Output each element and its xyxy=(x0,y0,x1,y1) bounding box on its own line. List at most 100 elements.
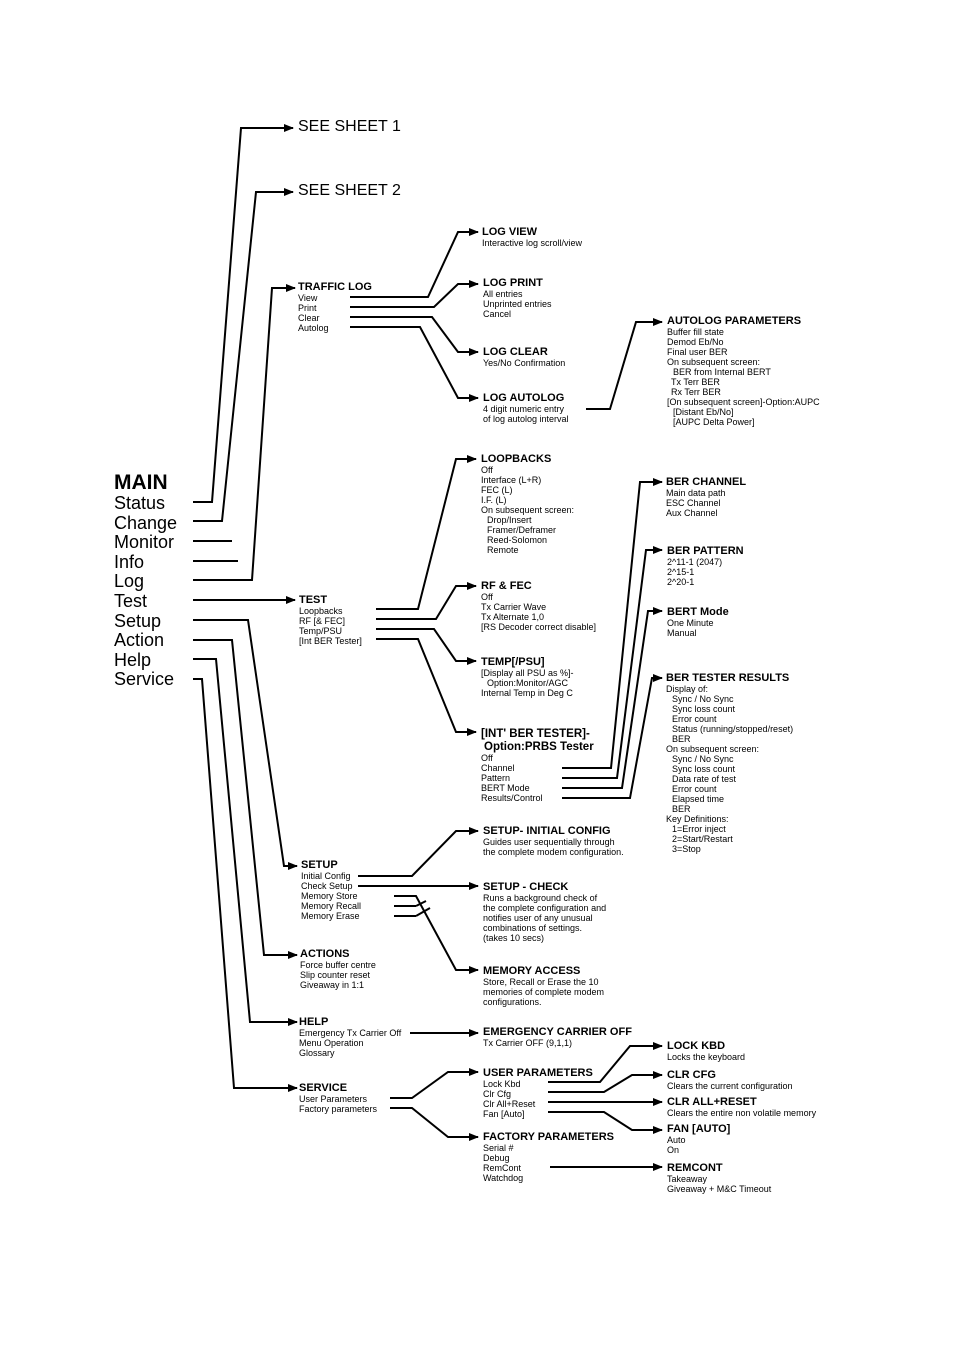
temp-psu-line: [Display all PSU as %]- xyxy=(481,668,574,678)
wire-print xyxy=(350,280,479,308)
actions-item: Force buffer centre xyxy=(300,960,376,970)
log-print-line: Unprinted entries xyxy=(483,299,552,309)
wire-int-ber xyxy=(376,638,477,736)
log-autolog-line: of log autolog interval xyxy=(483,414,569,424)
help-item: Menu Operation xyxy=(299,1038,364,1048)
ber-results-line: On subsequent screen: xyxy=(666,744,760,754)
wire-fan xyxy=(548,1111,663,1134)
service-node: SERVICE User Parameters Factory paramete… xyxy=(299,1082,377,1114)
clr-cfg-line: Clears the current configuration xyxy=(667,1081,793,1091)
wire-action xyxy=(193,639,298,959)
wire-setup xyxy=(193,619,298,870)
ber-results-line: 2=Start/Restart xyxy=(672,834,733,844)
setup-item: Check Setup xyxy=(301,881,353,891)
rf-fec-line: Off xyxy=(481,592,493,602)
loopbacks-line: Remote xyxy=(487,545,519,555)
lock-kbd-line: Locks the keyboard xyxy=(667,1052,746,1062)
help-title: HELP xyxy=(299,1016,329,1028)
main-menu: MAIN Status Change Monitor Info Log Test… xyxy=(114,472,177,690)
autolog-parameters-line: Buffer fill state xyxy=(667,327,724,337)
autolog-parameters-line: BER from Internal BERT xyxy=(673,367,771,377)
setup-check-title: SETUP - CHECK xyxy=(483,881,569,893)
ber-channel-line: Aux Channel xyxy=(666,508,718,518)
ber-channel-title: BER CHANNEL xyxy=(666,476,747,488)
autolog-parameters-line: [AUPC Delta Power] xyxy=(673,417,755,427)
ber-results-line: Key Definitions: xyxy=(666,814,729,824)
lock-kbd-title: LOCK KBD xyxy=(667,1040,726,1052)
fan-auto-line: Auto xyxy=(667,1135,686,1145)
ber-pattern-node: BER PATTERN 2^11-1 (2047) 2^15-1 2^20-1 xyxy=(667,545,744,587)
user-parameters-title: USER PARAMETERS xyxy=(483,1067,593,1079)
loopbacks-line: I.F. (L) xyxy=(481,495,507,505)
autolog-parameters-node: AUTOLOG PARAMETERS Buffer fill state Dem… xyxy=(667,315,820,427)
log-view-title: LOG VIEW xyxy=(482,226,537,238)
memory-access-line: Store, Recall or Erase the 10 xyxy=(483,977,599,987)
actions-node: ACTIONS Force buffer centre Slip counter… xyxy=(300,948,376,990)
temp-psu-line: Option:Monitor/AGC xyxy=(487,678,569,688)
memory-access-node: MEMORY ACCESS Store, Recall or Erase the… xyxy=(483,965,604,1007)
int-ber-tester-line: BERT Mode xyxy=(481,783,530,793)
remcont-line: Giveaway + M&C Timeout xyxy=(667,1184,772,1194)
user-parameters-line: Clr Cfg xyxy=(483,1089,512,1099)
traffic-log-item: Clear xyxy=(298,313,320,323)
main-item-help: Help xyxy=(114,649,152,670)
main-item-service: Service xyxy=(114,669,175,690)
main-item-log: Log xyxy=(114,571,145,592)
setup-check-node: SETUP - CHECK Runs a background check of… xyxy=(483,881,606,943)
ber-pattern-line: 2^15-1 xyxy=(667,567,695,577)
main-item-monitor: Monitor xyxy=(114,532,175,553)
traffic-log-node: TRAFFIC LOG View Print Clear Autolog xyxy=(298,281,372,333)
wire-ber-channel xyxy=(562,478,663,769)
rf-fec-line: Tx Carrier Wave xyxy=(481,602,547,612)
wire-rf-fec xyxy=(376,582,477,620)
clr-all-reset-title: CLR ALL+RESET xyxy=(667,1096,757,1108)
emergency-carrier-off-line: Tx Carrier OFF (9,1,1) xyxy=(483,1038,573,1048)
temp-psu-title: TEMP[/PSU] xyxy=(481,656,545,668)
bert-mode-title: BERT Mode xyxy=(667,606,729,618)
setup-check-line: combinations of settings. xyxy=(483,923,583,933)
temp-psu-node: TEMP[/PSU] [Display all PSU as %]- Optio… xyxy=(481,656,574,698)
ber-tester-results-node: BER TESTER RESULTS Display of: Sync / No… xyxy=(666,672,793,854)
factory-parameters-line: Debug xyxy=(483,1153,510,1163)
wire-help xyxy=(193,658,298,1026)
wire-initial-config xyxy=(358,827,479,877)
user-parameters-node: USER PARAMETERS Lock Kbd Clr Cfg Clr All… xyxy=(483,1067,593,1119)
wire-ber-pattern xyxy=(562,546,663,779)
loopbacks-line: Framer/Deframer xyxy=(487,525,557,535)
ber-pattern-title: BER PATTERN xyxy=(667,545,744,557)
ber-channel-line: Main data path xyxy=(666,488,726,498)
setup-item: Initial Config xyxy=(301,871,351,881)
main-item-change: Change xyxy=(114,512,178,533)
memory-access-title: MEMORY ACCESS xyxy=(483,965,581,977)
factory-parameters-node: FACTORY PARAMETERS Serial # Debug RemCon… xyxy=(483,1131,614,1183)
actions-item: Giveaway in 1:1 xyxy=(300,980,365,990)
remcont-title: REMCONT xyxy=(667,1162,723,1174)
setup-initial-config-title: SETUP- INITIAL CONFIG xyxy=(483,825,611,837)
log-print-line: Cancel xyxy=(483,309,512,319)
see-sheet-1: SEE SHEET 1 xyxy=(298,118,401,135)
ber-results-line: Sync / No Sync xyxy=(672,694,734,704)
wire-factory-params xyxy=(390,1107,479,1141)
bert-mode-node: BERT Mode One Minute Manual xyxy=(667,606,729,638)
fan-auto-title: FAN [AUTO] xyxy=(667,1123,731,1135)
ber-results-line: BER xyxy=(672,804,691,814)
ber-results-line: Display of: xyxy=(666,684,709,694)
ber-results-line: 1=Error inject xyxy=(672,824,726,834)
autolog-parameters-line: On subsequent screen: xyxy=(667,357,761,367)
emergency-carrier-off-node: EMERGENCY CARRIER OFF Tx Carrier OFF (9,… xyxy=(483,1026,632,1048)
test-node: TEST Loopbacks RF [& FEC] Temp/PSU [Int … xyxy=(299,594,362,646)
rf-fec-title: RF & FEC xyxy=(481,580,532,592)
traffic-log-item: View xyxy=(298,293,318,303)
log-clear-title: LOG CLEAR xyxy=(483,346,548,358)
fan-auto-line: On xyxy=(667,1145,680,1155)
setup-check-line: notifies user of any unusual xyxy=(483,913,593,923)
traffic-log-title: TRAFFIC LOG xyxy=(298,281,372,293)
ber-results-line: Status (running/stopped/reset) xyxy=(672,724,794,734)
remcont-node: REMCONT Takeaway Giveaway + M&C Timeout xyxy=(667,1162,771,1194)
log-print-line: All entries xyxy=(483,289,523,299)
factory-parameters-line: Serial # xyxy=(483,1143,514,1153)
see-sheet-2: SEE SHEET 2 xyxy=(298,182,401,199)
log-autolog-node: LOG AUTOLOG 4 digit numeric entry of log… xyxy=(483,392,569,424)
int-ber-tester-line: Pattern xyxy=(481,773,511,783)
traffic-log-item: Autolog xyxy=(298,323,329,333)
